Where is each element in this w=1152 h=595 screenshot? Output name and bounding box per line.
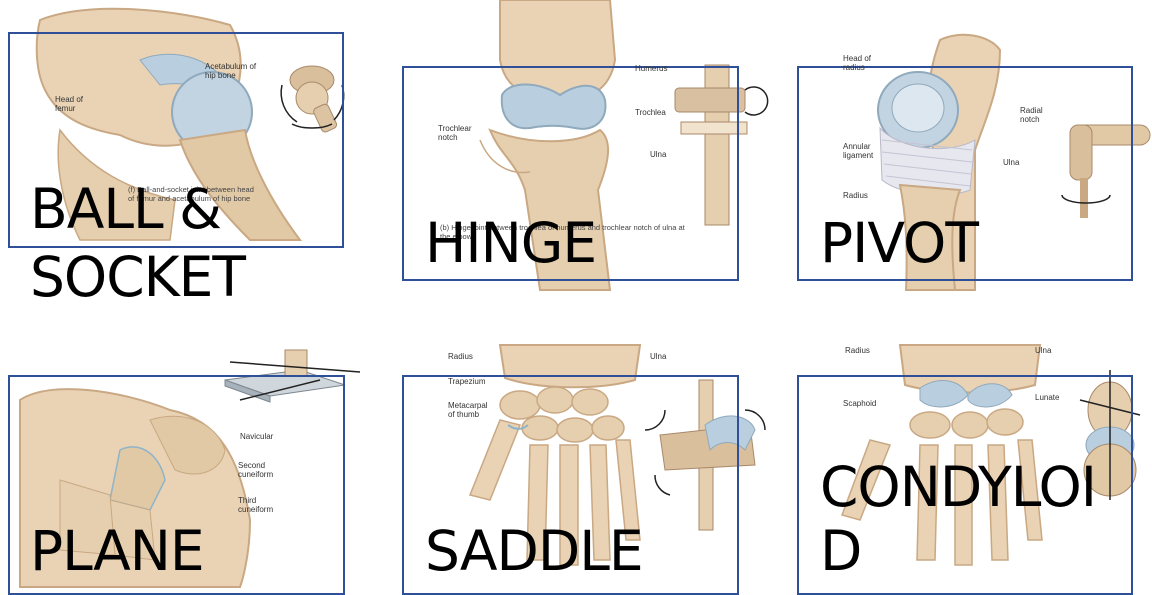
condyloid-title-line2: D (820, 522, 861, 580)
label-ulna-condyloid: Ulna (1035, 346, 1051, 355)
condyloid-title-line1: CONDYLOI (820, 458, 1096, 516)
label-radius-condyloid: Radius (845, 346, 870, 355)
label-lunate: Lunate (1035, 393, 1059, 402)
label-scaphoid: Scaphoid (843, 399, 876, 408)
